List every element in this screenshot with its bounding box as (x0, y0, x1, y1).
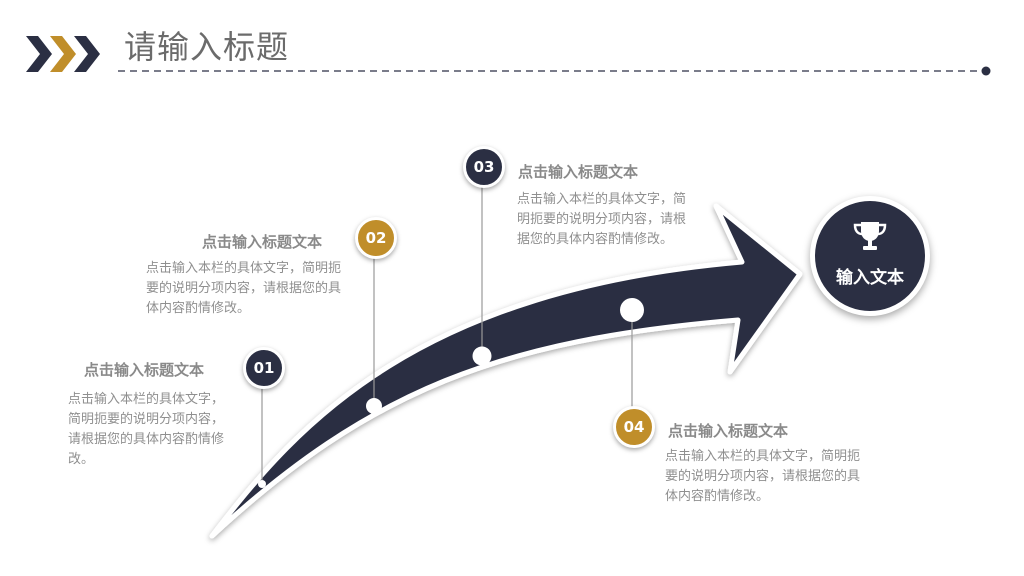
goal-circle: 输入文本 (810, 196, 930, 316)
step-02-badge: 02 (355, 217, 397, 259)
step-03-desc: 点击输入本栏的具体文字，简明扼要的说明分项内容，请根据您的具体内容酌情修改。 (517, 192, 687, 247)
step-01-desc: 点击输入本栏的具体文字，简明扼要的说明分项内容，请根据您的具体内容酌情修改。 (68, 392, 225, 467)
step-04-badge: 04 (613, 406, 655, 448)
step-04-desc: 点击输入本栏的具体文字，简明扼要的说明分项内容，请根据您的具体内容酌情修改。 (665, 449, 861, 504)
step-01-badge: 01 (243, 347, 285, 389)
goal-label: 输入文本 (836, 268, 904, 288)
header-divider (118, 66, 991, 76)
step-04-title: 点击输入标题文本 (668, 422, 789, 440)
step-03-badge: 03 (463, 146, 505, 188)
chevrons-right-icon (26, 36, 100, 72)
step-01-title: 点击输入标题文本 (84, 361, 205, 379)
step-02-desc: 点击输入本栏的具体文字，简明扼要的说明分项内容，请根据您的具体内容酌情修改。 (146, 261, 342, 316)
page-title: 请输入标题 (124, 28, 290, 66)
step-03-title: 点击输入标题文本 (518, 163, 639, 181)
trophy-icon (853, 222, 887, 250)
step-02-title: 点击输入标题文本 (202, 233, 323, 251)
